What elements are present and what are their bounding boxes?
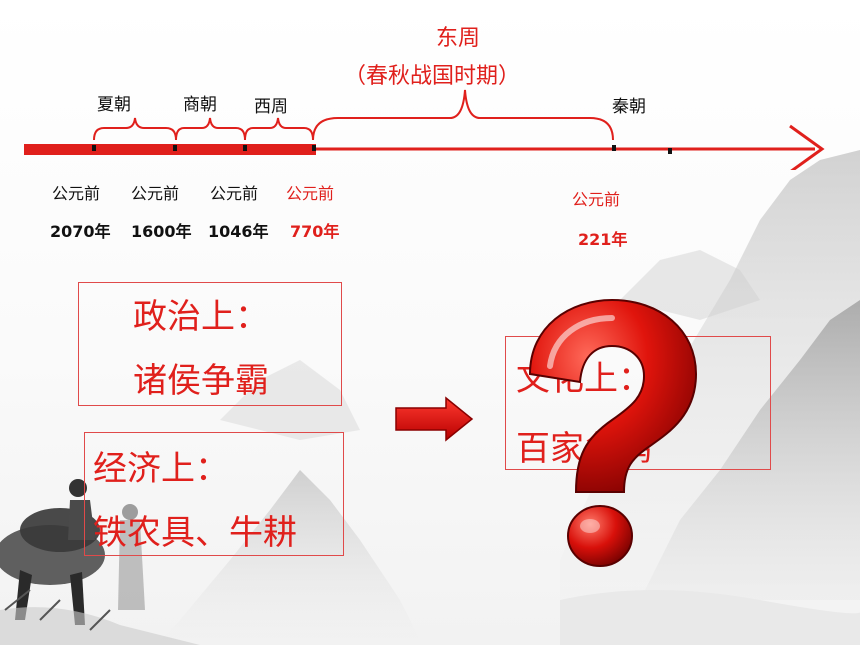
date-prefix: 公元前: [52, 184, 101, 203]
right-arrow-icon: [395, 396, 474, 442]
brace-xia: [93, 117, 177, 141]
brace-west-zhou: [244, 117, 314, 141]
date-year: 221年: [578, 230, 628, 249]
economy-box: 经济上： 铁农具、牛耕: [84, 432, 344, 556]
dynasty-label-qin: 秦朝: [612, 97, 646, 117]
date-year: 770年: [290, 222, 340, 241]
date-prefix: 公元前: [572, 190, 621, 209]
tick: [612, 145, 616, 151]
politics-content: 诸侯争霸: [133, 361, 269, 401]
economy-content: 铁农具、牛耕: [93, 513, 297, 553]
timeline: [24, 89, 825, 170]
date-prefix: 公元前: [210, 184, 259, 203]
dynasty-label-west-zhou: 西周: [254, 97, 288, 117]
dynasty-label-spring-autumn: （春秋战国时期）: [344, 64, 521, 89]
tick: [92, 145, 96, 151]
date-prefix: 公元前: [131, 184, 180, 203]
dynasty-label-east-zhou: 东周: [436, 26, 481, 51]
date-prefix: 公元前: [286, 184, 335, 203]
politics-title: 政治上：: [133, 297, 269, 337]
timeline-thick-bar: [24, 144, 316, 155]
date-year: 2070年: [50, 222, 111, 241]
date-year: 1600年: [131, 222, 192, 241]
timeline-arrowhead: [789, 124, 825, 170]
brace-east-zhou: [312, 89, 614, 141]
ink-painting-illustration: [0, 479, 200, 645]
politics-box: 政治上： 诸侯争霸: [78, 282, 342, 406]
economy-title: 经济上：: [93, 449, 229, 489]
tick: [243, 145, 247, 151]
brace-shang: [175, 117, 246, 141]
tick: [173, 145, 177, 151]
date-year: 1046年: [208, 222, 269, 241]
dynasty-label-shang: 商朝: [183, 95, 217, 115]
question-mark-icon: [528, 298, 698, 567]
tick: [312, 145, 316, 151]
dynasty-label-xia: 夏朝: [97, 95, 131, 115]
tick: [668, 148, 672, 154]
